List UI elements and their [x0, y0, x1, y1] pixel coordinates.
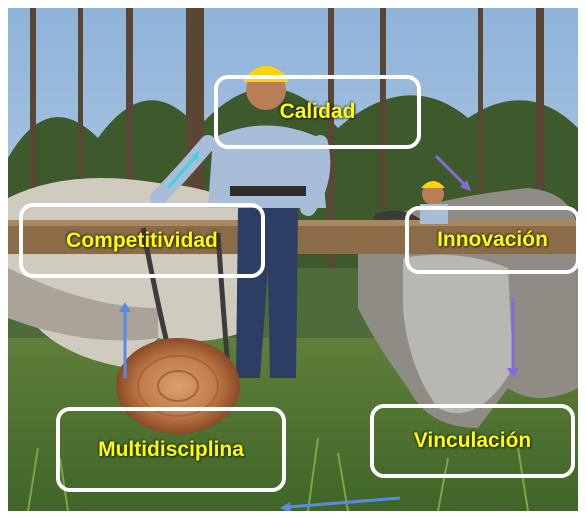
vinculacion-box: Vinculación [370, 404, 575, 478]
arrow-blue-bottom [280, 496, 401, 511]
calidad-label: Calidad [279, 100, 356, 123]
multidisciplina-label: Multidisciplina [98, 437, 244, 461]
multidisciplina-box: Multidisciplina [56, 407, 286, 492]
forest-ox-photo [8, 8, 578, 511]
arrow-purple-top [434, 154, 471, 191]
right-ox-face [403, 254, 513, 413]
competitividad-label: Competitividad [66, 228, 218, 252]
competitividad-box: Competitividad [19, 203, 265, 278]
arrow-cyan [166, 150, 200, 189]
arrow-purple-right [507, 298, 519, 378]
left-ox-shadow [8, 268, 158, 341]
arrow-blue-left [119, 302, 131, 378]
vinculacion-label: Vinculación [413, 429, 532, 452]
innovacion-box: Innovación [405, 206, 580, 274]
photo-illustration [8, 8, 578, 511]
innovacion-label: Innovación [437, 228, 548, 251]
calidad-box: Calidad [214, 75, 421, 149]
